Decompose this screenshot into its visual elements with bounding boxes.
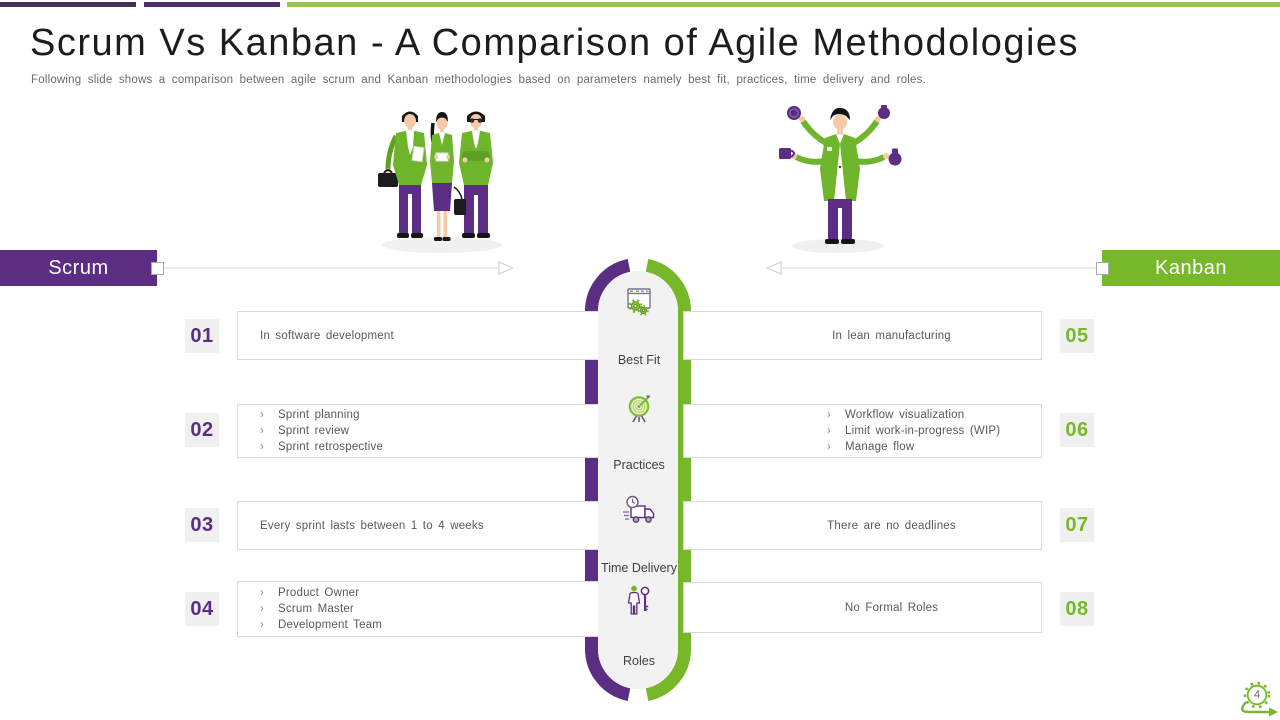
category-stack: Best Fit Practices Time Delivery — [579, 256, 699, 704]
team-member-right-icon — [459, 111, 493, 238]
scrum-item-number: 04 — [185, 592, 219, 626]
slide-subtitle: Following slide shows a comparison betwe… — [31, 74, 926, 86]
bullet-marker: › — [260, 441, 265, 453]
truck-clock-icon — [623, 495, 655, 523]
sprint-gear-icon — [1241, 681, 1278, 717]
capsule-ring-purple-half — [585, 259, 631, 701]
bullet-marker: › — [827, 409, 832, 421]
window-gears-icon — [627, 288, 651, 316]
bullet-marker: › — [827, 425, 832, 437]
scrum-best-fit-box: In software development — [237, 311, 601, 360]
scrum-banner: Scrum — [0, 250, 157, 286]
item-text: Scrum Master — [278, 603, 354, 615]
kanban-item-number: 05 — [1060, 319, 1094, 353]
capsule-interior — [598, 271, 678, 689]
item-text: In lean manufacturing — [832, 329, 951, 342]
scrum-time-delivery-box: Every sprint lasts between 1 to 4 weeks — [237, 501, 601, 550]
topbar-segment-green — [287, 2, 1280, 7]
kanban-roles-box: No Formal Roles — [683, 582, 1042, 633]
scrum-team-illustration — [378, 111, 502, 253]
bullet-marker: › — [827, 441, 832, 453]
bullet-marker: › — [260, 425, 265, 437]
item-text: Manage flow — [845, 441, 915, 453]
capsule-ring-green-half — [645, 259, 691, 701]
item-text: Workflow visualization — [845, 409, 965, 421]
kanban-banner-handle — [1096, 262, 1109, 275]
kanban-time-delivery-box: There are no deadlines — [683, 501, 1042, 550]
category-label-best-fit: Best Fit — [617, 353, 661, 367]
item-text: Limit work-in-progress (WIP) — [845, 425, 1001, 437]
scrum-roles-box: › Product Owner › Scrum Master › Developmen… — [237, 581, 601, 637]
item-text: Every sprint lasts between 1 to 4 weeks — [260, 519, 484, 532]
bullet-marker: › — [260, 603, 265, 615]
category-label-practices: Practices — [613, 458, 665, 472]
topbar-segment-purple — [144, 2, 280, 7]
bullet-marker: › — [260, 587, 265, 599]
team-member-middle-icon — [430, 112, 466, 241]
item-text: In software development — [260, 329, 394, 342]
slide-title: Scrum Vs Kanban - A Comparison of Agile … — [30, 22, 1080, 64]
kanban-item-number: 06 — [1060, 413, 1094, 447]
scrum-banner-handle — [151, 262, 164, 275]
item-text: No Formal Roles — [844, 601, 939, 614]
scrum-item-number: 02 — [185, 413, 219, 447]
capsule-ring — [585, 259, 691, 701]
item-text: Development Team — [278, 619, 383, 631]
item-text: Product Owner — [278, 587, 360, 599]
kanban-multitask-illustration — [779, 105, 902, 253]
page-number: 4 — [1253, 689, 1261, 701]
item-text: There are no deadlines — [827, 519, 956, 532]
kanban-practices-box: › Workflow visualization › Limit work-in-p… — [683, 404, 1042, 458]
page-number-badge: 4 — [1234, 681, 1280, 719]
item-text: Sprint review — [278, 425, 350, 437]
target-arrow-icon — [628, 395, 651, 423]
scrum-item-number: 01 — [185, 319, 219, 353]
scrum-item-number: 03 — [185, 508, 219, 542]
kanban-item-number: 07 — [1060, 508, 1094, 542]
category-label-roles: Roles — [623, 654, 655, 668]
kanban-banner: Kanban — [1102, 250, 1280, 286]
item-text: Sprint retrospective — [278, 441, 384, 453]
category-label-time-delivery: Time Delivery — [601, 561, 677, 575]
kanban-arrow-connector — [765, 261, 1105, 275]
bullet-marker: › — [260, 619, 265, 631]
team-member-left-icon — [378, 111, 427, 238]
multitask-man-icon — [779, 105, 902, 244]
kanban-item-number: 08 — [1060, 592, 1094, 626]
bullet-marker: › — [260, 409, 265, 421]
person-key-icon — [627, 585, 650, 615]
kanban-best-fit-box: In lean manufacturing — [683, 311, 1042, 360]
item-text: Sprint planning — [278, 409, 360, 421]
scrum-practices-box: › Sprint planning › Sprint review › Sprint … — [237, 404, 601, 458]
topbar-segment-dark — [0, 2, 136, 7]
scrum-arrow-connector — [163, 261, 515, 275]
